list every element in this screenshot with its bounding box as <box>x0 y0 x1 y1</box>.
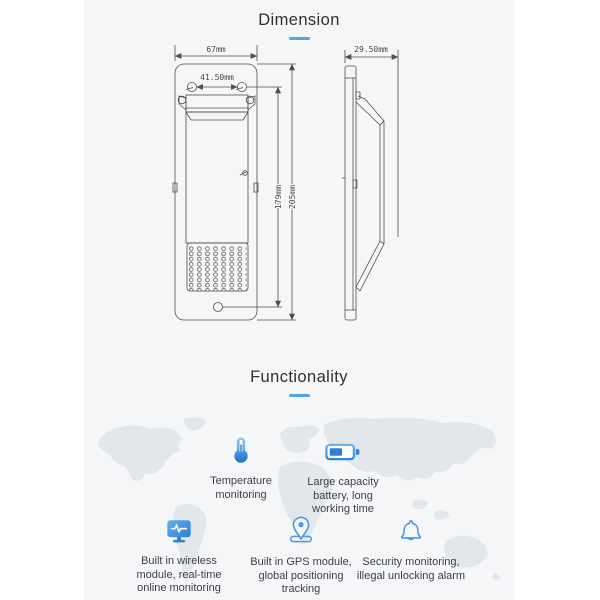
feature-label: Temperature monitoring <box>210 475 272 501</box>
feature-gps: Built in GPS module, global positioning … <box>249 514 353 597</box>
functionality-title-underline <box>288 394 310 397</box>
dimension-label-hole-spacing: 41.50mm <box>200 73 234 82</box>
feature-wireless-monitoring: Built in wireless module, real-time onli… <box>129 517 229 596</box>
dimension-label-front-width: 67mm <box>206 45 225 54</box>
feature-label: Built in wireless module, real-time onli… <box>136 555 222 594</box>
feature-label: Security monitoring, illegal unlocking a… <box>356 556 466 582</box>
dimension-label-side-depth: 29.50mm <box>354 45 388 54</box>
feature-battery: Large capacity battery, long working tim… <box>299 441 387 517</box>
technical-drawing: 67mm 41.50mm 179mm 205mm 29.50mm <box>172 44 399 321</box>
feature-temperature: Temperature monitoring <box>186 435 296 502</box>
dimension-label-total-height: 205mm <box>288 185 297 209</box>
dimension-title: Dimension <box>258 11 340 29</box>
monitor-pulse-icon <box>165 517 193 550</box>
world-map <box>98 417 500 583</box>
gps-pin-icon <box>287 514 315 551</box>
dimension-title-underline <box>288 37 310 40</box>
front-view-dimensions <box>174 45 296 321</box>
functionality-map-area: Temperature monitoring <box>84 415 514 600</box>
bell-icon <box>397 516 425 551</box>
front-view-drawing <box>172 63 259 321</box>
feature-label: Built in GPS module, global positioning … <box>250 556 352 595</box>
feature-label: Large capacity battery, long working tim… <box>307 476 379 515</box>
battery-icon <box>325 441 361 468</box>
thermometer-icon <box>228 435 254 470</box>
side-view-dimensions <box>344 50 399 237</box>
dimension-label-inner-height: 179mm <box>274 185 283 209</box>
functionality-title: Functionality <box>250 368 348 386</box>
side-view-drawing <box>342 65 385 321</box>
functionality-section: Functionality <box>84 362 514 397</box>
content-column: Dimension <box>84 0 514 600</box>
feature-security-alarm: Security monitoring, illegal unlocking a… <box>355 516 467 583</box>
dimension-section: Dimension <box>84 0 514 362</box>
